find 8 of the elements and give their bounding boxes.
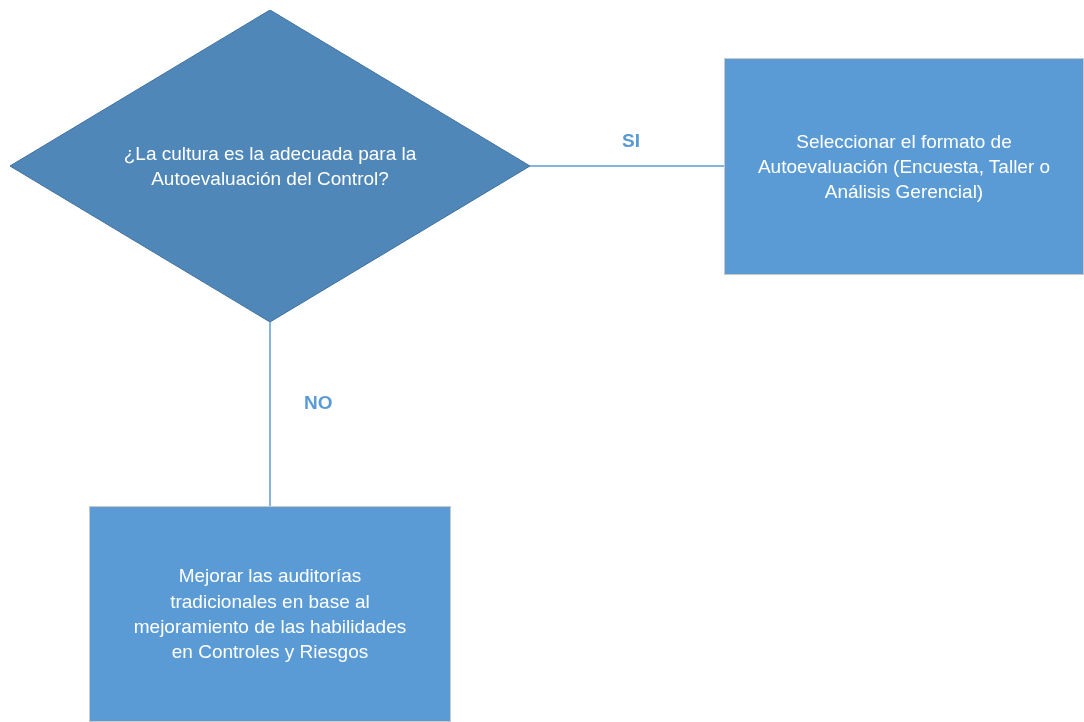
node-text: ¿La cultura es la adecuada para la Autoevaluación del Control? (122, 141, 418, 191)
decision-diamond (10, 10, 530, 322)
process-box (89, 506, 451, 722)
node-text: Seleccionar el formato de Autoevaluación (Encuesta, Taller o Análisis Gerencial) (756, 129, 1052, 205)
node-text: Mejorar las auditorías tradicionales en base al mejoramiento de las habilidades en Controles y Riesgos (132, 564, 408, 665)
process-box (724, 58, 1084, 275)
connector-line (269, 321, 271, 507)
connector-line (529, 165, 725, 167)
